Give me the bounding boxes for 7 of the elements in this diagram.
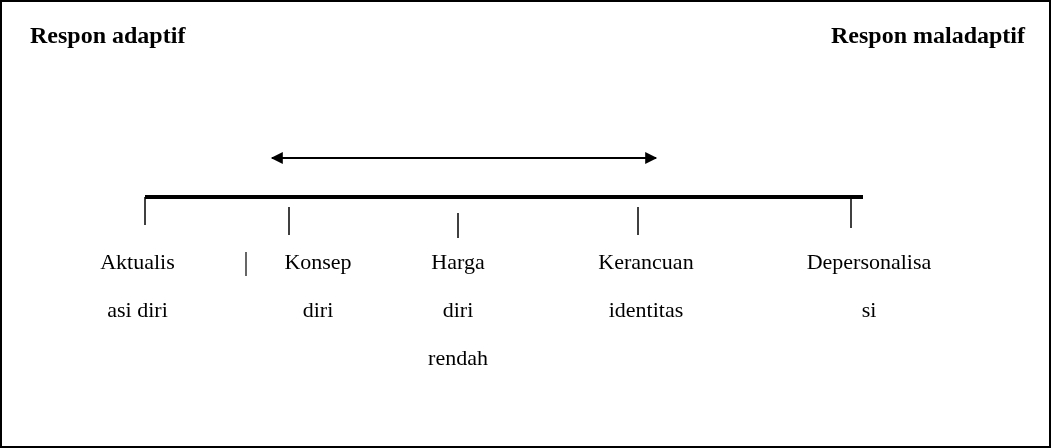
- scale-label: Harga diri rendah: [427, 248, 489, 372]
- scale-label: Kerancuan identitas: [597, 248, 695, 324]
- heading: Respon maladaptif: [829, 21, 1025, 50]
- scale-label: Aktualis asi diri: [99, 248, 176, 324]
- scale-label: Konsep diri: [283, 248, 353, 324]
- heading: Respon adaptif: [30, 21, 187, 50]
- scale-label: Depersonalisa si: [805, 248, 933, 324]
